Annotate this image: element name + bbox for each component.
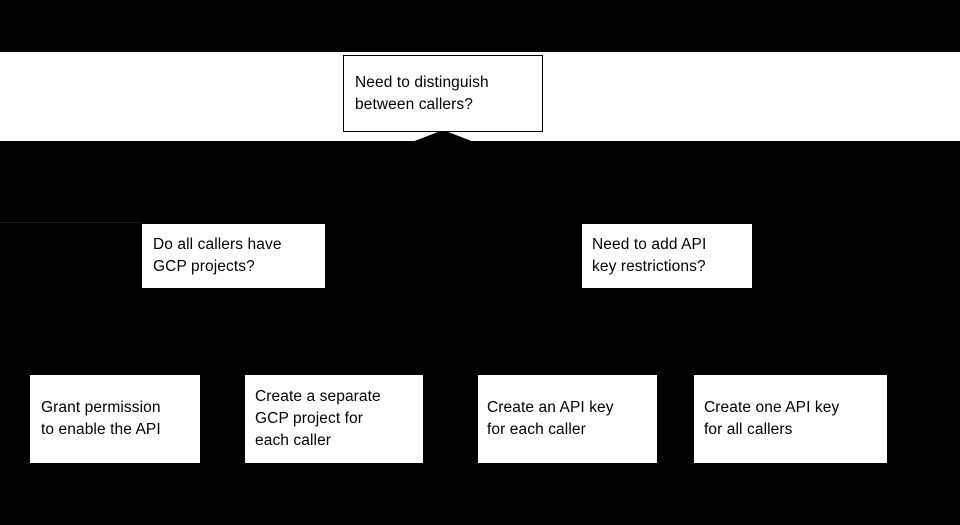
second-level-rule — [0, 222, 142, 223]
outcome-node-grant-permission[interactable]: Grant permission to enable the API — [30, 375, 200, 463]
decision-node-gcp-projects[interactable]: Do all callers have GCP projects? — [142, 224, 325, 288]
decision-node-need-to-distinguish[interactable]: Need to distinguish between callers? — [343, 55, 543, 132]
decision-node-key-restrictions[interactable]: Need to add API key restrictions? — [582, 224, 752, 288]
outcome-node-one-api-key-all-callers[interactable]: Create one API key for all callers — [694, 375, 887, 463]
outcome-node-separate-gcp-project[interactable]: Create a separate GCP project for each c… — [245, 375, 423, 463]
outcome-node-api-key-per-caller[interactable]: Create an API key for each caller — [478, 375, 657, 463]
